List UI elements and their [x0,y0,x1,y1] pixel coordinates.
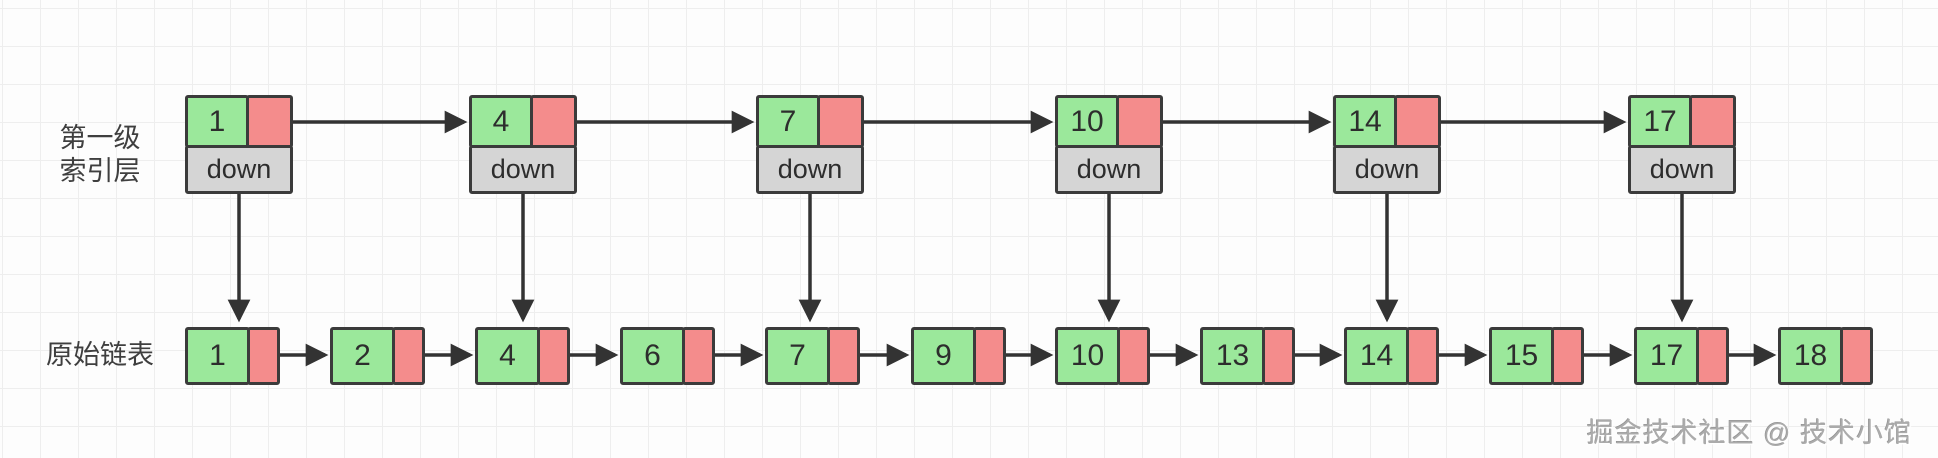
node-down-cell: down [756,145,864,194]
node-pointer-cell [1116,95,1163,148]
node-value-cell: 2 [330,327,395,385]
node-value-cell: 9 [911,327,976,385]
index-node: 14 down [1333,95,1441,194]
node-value-cell: 15 [1489,327,1554,385]
node-down-cell: down [1628,145,1736,194]
node-down-cell: down [469,145,577,194]
list-node: 2 [330,327,425,385]
node-pointer-cell [392,327,425,385]
node-down-cell: down [185,145,293,194]
node-value-cell: 14 [1344,327,1409,385]
node-value-cell: 17 [1628,95,1692,148]
node-value-cell: 17 [1634,327,1699,385]
node-value-cell: 4 [475,327,540,385]
node-value-cell: 10 [1055,327,1120,385]
list-node: 4 [475,327,570,385]
node-value-cell: 14 [1333,95,1397,148]
node-pointer-cell [1689,95,1736,148]
node-value-cell: 6 [620,327,685,385]
node-pointer-cell [1117,327,1150,385]
index-node: 1 down [185,95,293,194]
node-pointer-cell [530,95,577,148]
watermark: 掘金技术社区 @ 技术小馆 [1586,418,1912,448]
node-pointer-cell [1262,327,1295,385]
node-value-cell: 4 [469,95,533,148]
node-value-cell: 10 [1055,95,1119,148]
index-node: 4 down [469,95,577,194]
node-value-cell: 7 [765,327,830,385]
node-value-cell: 7 [756,95,820,148]
list-node: 18 [1778,327,1873,385]
list-node: 6 [620,327,715,385]
index-layer-label-line1: 第一级 [59,123,141,153]
down-arrows [227,194,1694,323]
list-node: 10 [1055,327,1150,385]
node-value-cell: 1 [185,95,249,148]
list-node: 13 [1200,327,1295,385]
node-value-cell: 1 [185,327,250,385]
node-value-cell: 18 [1778,327,1843,385]
node-pointer-cell [1394,95,1441,148]
index-node: 7 down [756,95,864,194]
node-pointer-cell [1406,327,1439,385]
node-pointer-cell [817,95,864,148]
node-down-cell: down [1333,145,1441,194]
node-value-cell: 13 [1200,327,1265,385]
node-pointer-cell [247,327,280,385]
index-layer-label: 第一级 索引层 [30,122,170,188]
list-node: 15 [1489,327,1584,385]
node-pointer-cell [827,327,860,385]
list-node: 14 [1344,327,1439,385]
original-list-label: 原始链表 [46,340,154,370]
node-pointer-cell [1840,327,1873,385]
list-node: 1 [185,327,280,385]
node-pointer-cell [537,327,570,385]
node-pointer-cell [246,95,293,148]
node-pointer-cell [1551,327,1584,385]
index-node: 10 down [1055,95,1163,194]
index-layer-label-line2: 索引层 [59,156,141,186]
node-pointer-cell [973,327,1006,385]
list-node: 7 [765,327,860,385]
list-node: 9 [911,327,1006,385]
node-down-cell: down [1055,145,1163,194]
list-node: 17 [1634,327,1729,385]
node-pointer-cell [1696,327,1729,385]
index-node: 17 down [1628,95,1736,194]
node-pointer-cell [682,327,715,385]
